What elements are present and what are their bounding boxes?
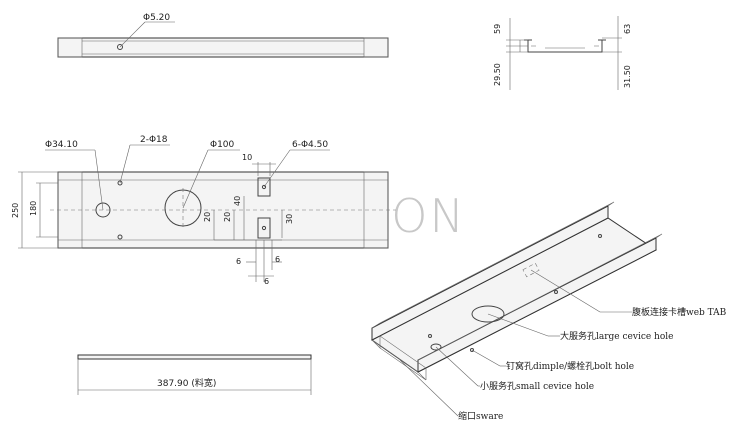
flat-view: 387.90 (料宽): [77, 354, 312, 395]
top-view-right-end: [363, 37, 389, 58]
dim-20b-label: 20: [203, 212, 212, 222]
dim-100-label: Φ100: [210, 140, 235, 150]
iso-large-hole: [471, 305, 505, 323]
top-view-leader: [119, 21, 146, 48]
section-dim-31-50: 31.50: [623, 65, 632, 88]
hole-18-bottom: [117, 234, 123, 240]
isometric-view: [371, 201, 663, 417]
web-tab-bottom: [257, 217, 271, 239]
channel-profile: [524, 39, 606, 53]
iso-small-hole: [430, 343, 442, 351]
dim-6b-label: 6: [275, 255, 280, 264]
top-view-left-end: [57, 37, 83, 58]
dim-30-label: 30: [285, 214, 294, 224]
dim-40-label: 40: [233, 196, 242, 206]
hole-34: [95, 202, 111, 218]
top-view-hole: [117, 44, 123, 50]
callout-large-hole: 大服务孔large cevice hole: [560, 330, 673, 342]
callout-web-tab: 腹板连接卡槽web TAB: [632, 306, 727, 318]
callout-small-hole: 小服务孔small cevice hole: [480, 380, 594, 392]
front-view: Φ34.10 2-Φ18 Φ100 6-Φ4.50 10 40 20 20 30…: [11, 135, 396, 286]
dim-34-label: Φ34.10: [45, 140, 78, 150]
dim-180-label: 180: [29, 201, 38, 216]
section-dim-63: 63: [623, 24, 632, 34]
web-tab-top: [257, 177, 271, 197]
dim-6c-label: 6: [264, 277, 269, 286]
top-view: Φ5.20: [57, 13, 389, 58]
dim-250-label: 250: [11, 203, 20, 218]
section-dim-59: 59: [493, 24, 502, 34]
dim-6x450-label: 6-Φ4.50: [292, 140, 328, 150]
iso-web-tab: [522, 262, 540, 278]
section-view: 59 29.50 63 31.50: [493, 16, 632, 90]
callout-swage: 缩口sware: [458, 410, 503, 422]
top-hole-dim-label: Φ5.20: [143, 13, 170, 23]
dim-6a-label: 6: [236, 257, 241, 266]
flat-strip: [77, 354, 312, 360]
dim-10-label: 10: [242, 153, 252, 162]
dim-20a-label: 20: [223, 212, 232, 222]
section-dim-29-50: 29.50: [493, 63, 502, 86]
hole-18-top: [117, 180, 123, 186]
flat-width-label: 387.90 (料宽): [157, 377, 216, 389]
dim-2x18-label: 2-Φ18: [140, 135, 168, 145]
callout-bolt-hole: 钉窝孔dimple/螺栓孔bolt hole: [506, 360, 634, 372]
